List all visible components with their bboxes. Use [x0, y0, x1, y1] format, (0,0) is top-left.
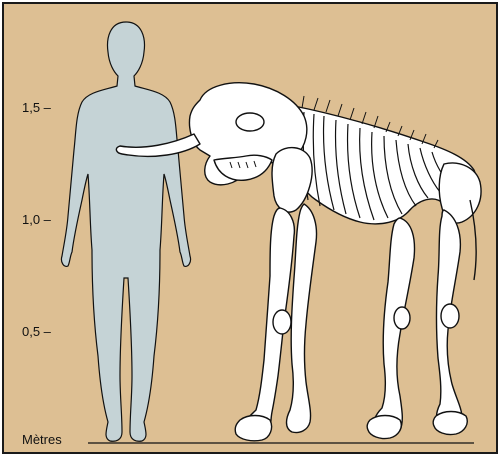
diagram-frame: 1,5 – 1,0 – 0,5 – Mètres [2, 2, 498, 454]
hind-foot-far [367, 416, 401, 439]
scale-tick-1-0: 1,0 – [22, 212, 51, 227]
hind-foot-near [433, 412, 467, 435]
human-silhouette [61, 22, 190, 441]
figure-canvas [4, 4, 498, 454]
joint-hind-knee [441, 304, 459, 328]
scapula [272, 148, 312, 212]
joint-front-knee [273, 310, 291, 334]
hind-leg-far [374, 218, 415, 436]
joint-hind-knee-far [394, 307, 410, 329]
scale-tick-1-5: 1,5 – [22, 100, 51, 115]
eye-socket [236, 113, 264, 131]
front-foot-near [235, 416, 271, 441]
scale-tick-0-5: 0,5 – [22, 324, 51, 339]
scale-unit-label: Mètres [22, 432, 62, 447]
